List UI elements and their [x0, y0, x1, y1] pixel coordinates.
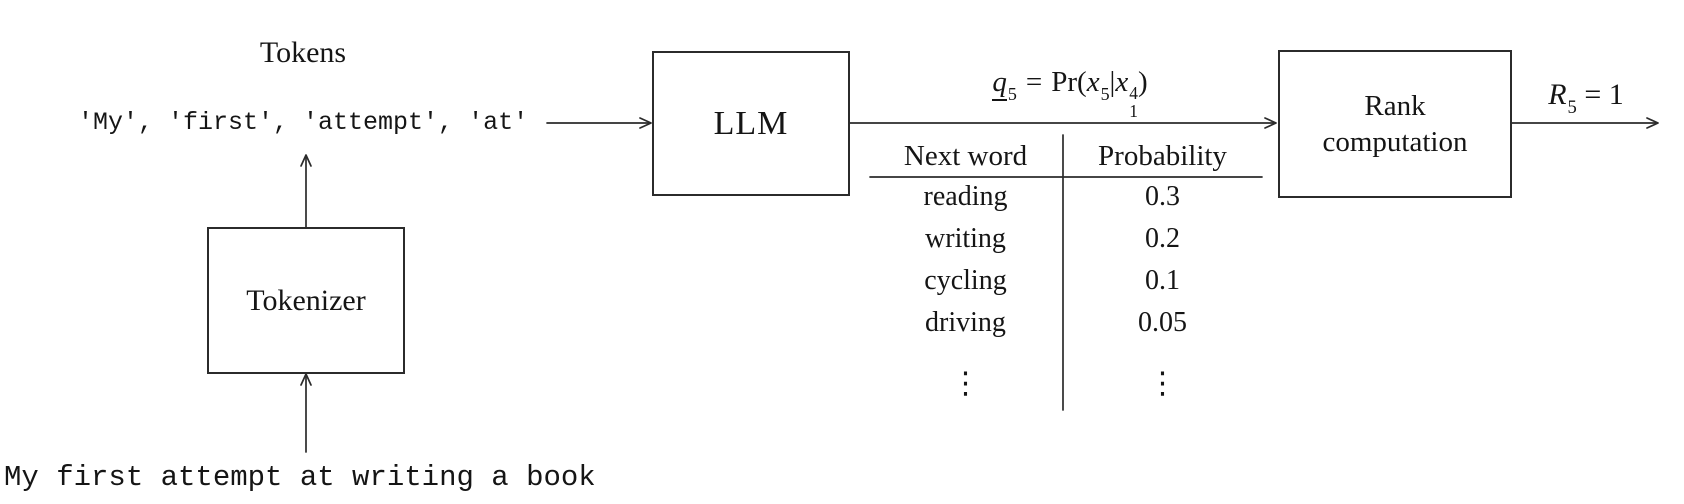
table-ellipsis-word: ⋮ [950, 365, 981, 401]
arrow-rank-to-output [1511, 117, 1659, 129]
llm-box-label: LLM [713, 104, 789, 142]
formula-x1: x [1115, 66, 1129, 98]
table-row-word: driving [925, 307, 1006, 338]
llm-box: LLM [652, 51, 850, 196]
table-row-prob: 0.1 [1145, 265, 1180, 296]
formula-q-subscript: 5 [1007, 83, 1017, 104]
rank-computation-box: Rank computation [1278, 50, 1512, 198]
table-row-word: reading [923, 181, 1008, 212]
rank-box-label-line1: Rank [1364, 90, 1426, 122]
tokens-label: Tokens [259, 36, 347, 69]
formula-x1-superscript: 4 [1129, 82, 1138, 103]
formula-pr-open: Pr( [1051, 66, 1087, 98]
tokenizer-box-label: Tokenizer [246, 283, 366, 317]
formula-q-vector: q [992, 66, 1007, 101]
formula-x5: x [1086, 66, 1100, 98]
formula-x5-subscript: 5 [1100, 83, 1110, 104]
arrow-tokenizer-to-tokens [300, 154, 312, 228]
rank-subscript: 5 [1567, 97, 1577, 119]
table-row-word: cycling [924, 265, 1007, 296]
next-word-probability-table: Next word Probability reading 0.3 writin… [868, 136, 1262, 422]
rank-value: = 1 [1584, 78, 1624, 111]
formula-conditional-bar: | [1109, 66, 1116, 98]
table-row-prob: 0.3 [1145, 181, 1180, 212]
rank-result-formula: R5 = 1 [1516, 78, 1656, 119]
table-row-prob: 0.2 [1145, 223, 1180, 254]
table-rules [869, 134, 1263, 411]
table-header-probability: Probability [1098, 139, 1227, 172]
rank-box-label-line2: computation [1322, 126, 1468, 158]
arrow-llm-to-rank [849, 117, 1277, 129]
arrow-sentence-to-tokenizer [300, 373, 312, 453]
table-header-next-word: Next word [903, 139, 1028, 172]
table-ellipsis-prob: ⋮ [1147, 365, 1178, 401]
token-list-text: 'My', 'first', 'attempt', 'at' [78, 108, 529, 137]
formula-equals: = [1025, 66, 1043, 98]
arrow-tokens-to-llm [546, 117, 652, 129]
tokenizer-box: Tokenizer [207, 227, 405, 374]
rank-variable: R [1548, 78, 1567, 111]
table-row-prob: 0.05 [1138, 307, 1187, 338]
formula-close-paren: ) [1137, 66, 1148, 98]
input-sentence-text: My first attempt at writing a book [4, 461, 596, 494]
table-row-word: writing [925, 223, 1006, 254]
formula-x1-subscript: 1 [1129, 101, 1138, 122]
